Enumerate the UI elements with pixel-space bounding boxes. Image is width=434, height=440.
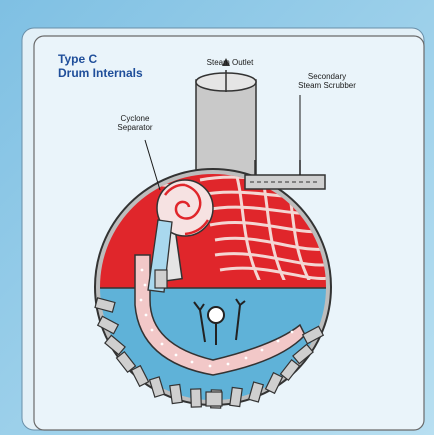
secondary-scrubber-label-line1: Secondary xyxy=(282,72,372,81)
drain-nozzle xyxy=(206,392,222,406)
steam-outlet-label: Steam Outlet xyxy=(190,58,270,67)
diagram-title-line1: Type C xyxy=(58,52,143,66)
baffle-plate xyxy=(155,270,167,288)
secondary-scrubber-label: Secondary Steam Scrubber xyxy=(282,72,372,90)
cyclone-label-line1: Cyclone xyxy=(105,114,165,123)
diagram-title-line2: Drum Internals xyxy=(58,66,143,80)
diagram-title: Type C Drum Internals xyxy=(58,52,143,80)
cyclone-label-line2: Separator xyxy=(105,123,165,132)
secondary-scrubber-label-line2: Steam Scrubber xyxy=(282,81,372,90)
cyclone-separator-label: Cyclone Separator xyxy=(105,114,165,132)
steam-outlet-pipe xyxy=(196,58,256,178)
